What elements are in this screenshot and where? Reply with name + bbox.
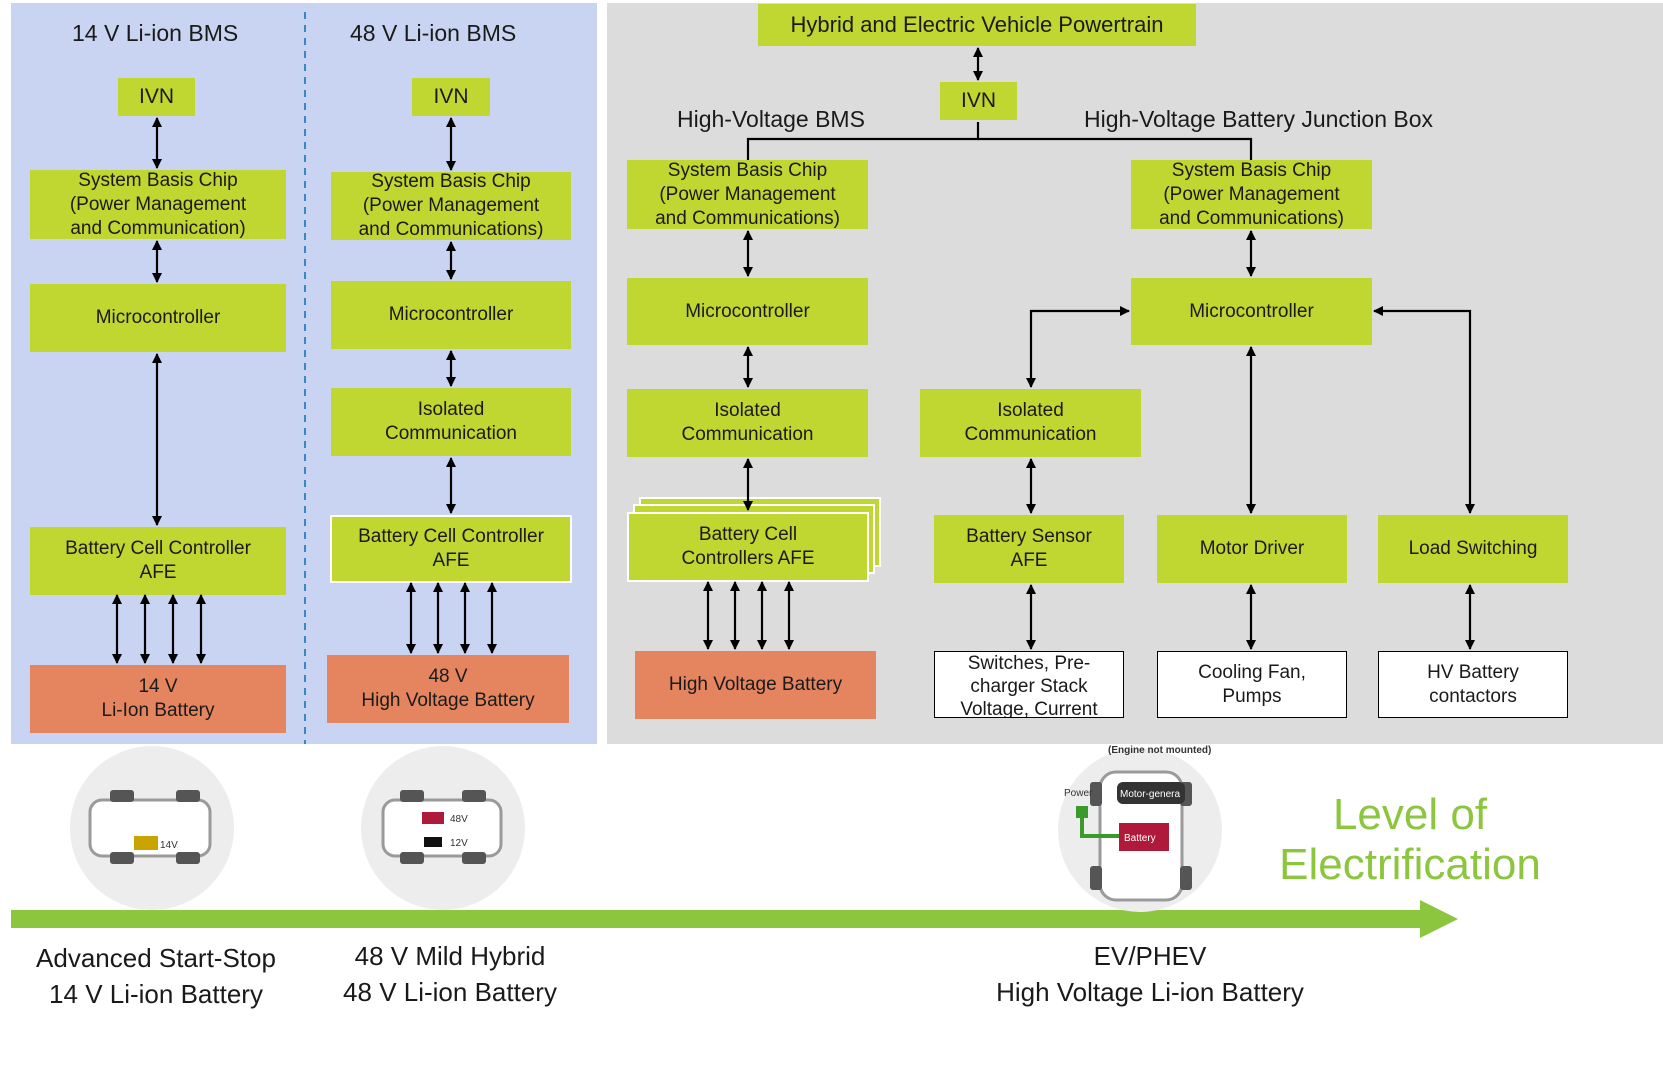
vehicle-48v-illustration	[361, 746, 525, 910]
mild-hybrid-label: 48 V Mild Hybrid 48 V Li-ion Battery	[343, 941, 557, 1007]
electrification-arrow-shaft	[11, 910, 1431, 928]
jbox-hv-contactors: HV Battery contactors	[1378, 651, 1568, 718]
jbox-motor-driver: Motor Driver	[1157, 515, 1347, 583]
bms48-title: 48 V Li-ion BMS	[350, 20, 517, 46]
jbox-system-basis-chip: System Basis Chip (Power Management and …	[1131, 160, 1372, 229]
arrow-mcu-load-jbox	[1373, 306, 1475, 514]
start-stop-label: Advanced Start-Stop 14 V Li-ion Battery	[36, 943, 276, 1009]
vehicle-ev-note: (Engine not mounted)	[1108, 745, 1211, 756]
bms14-microcontroller: Microcontroller	[30, 284, 286, 352]
jbox-load-switching: Load Switching	[1378, 515, 1568, 583]
bms48-isolated-communication: Isolated Communication	[331, 388, 571, 456]
vehicle-ev-battery: Battery	[1124, 833, 1156, 844]
vehicle-14v-illustration	[70, 746, 234, 910]
hv-bms-isolated-communication: Isolated Communication	[627, 389, 868, 457]
hv-ivn: IVN	[940, 82, 1017, 120]
hv-bms-battery: High Voltage Battery	[635, 651, 876, 719]
bms48-microcontroller: Microcontroller	[331, 281, 571, 349]
jbox-cooling-fan: Cooling Fan, Pumps	[1157, 651, 1347, 718]
hv-junction-box-title: High-Voltage Battery Junction Box	[1084, 106, 1434, 132]
jbox-isolated-communication: Isolated Communication	[920, 389, 1141, 457]
hv-panel	[607, 3, 1663, 744]
bms14-battery-cell-controller: Battery Cell Controller AFE	[30, 527, 286, 595]
ivn-bus-line-right	[978, 137, 1253, 160]
vehicle-ev-illustration	[1058, 748, 1222, 912]
lv-bms-panel	[11, 3, 597, 744]
vehicle-48v-label-b: 12V	[450, 838, 468, 849]
bms14-system-basis-chip: System Basis Chip (Power Management and …	[30, 170, 286, 239]
bms14-title: 14 V Li-ion BMS	[72, 20, 239, 46]
hv-bms-microcontroller: Microcontroller	[627, 278, 868, 345]
hv-bms-battery-cell-controllers: Battery Cell Controllers AFE	[627, 512, 869, 582]
vehicle-ev-motor: Motor-genera	[1120, 789, 1180, 800]
bms48-battery-cell-controller: Battery Cell Controller AFE	[330, 515, 572, 583]
jbox-microcontroller: Microcontroller	[1131, 278, 1372, 345]
hv-bms-title: High-Voltage BMS	[677, 106, 865, 132]
hv-bms-system-basis-chip: System Basis Chip (Power Management and …	[627, 160, 868, 229]
vehicle-48v-label-a: 48V	[450, 814, 468, 825]
arrow-mcu-iso-jbox	[1026, 306, 1130, 388]
ev-phev-label: EV/PHEV High Voltage Li-ion Battery	[996, 941, 1304, 1007]
vehicle-14v-label: 14V	[160, 840, 178, 851]
powertrain-box: Hybrid and Electric Vehicle Powertrain	[758, 4, 1196, 46]
bms48-battery: 48 V High Voltage Battery	[327, 655, 569, 723]
jbox-switches: Switches, Pre- charger Stack Voltage, Cu…	[934, 651, 1124, 718]
bms48-system-basis-chip: System Basis Chip (Power Management and …	[331, 171, 571, 240]
bms48-ivn: IVN	[412, 78, 490, 116]
ivn-bus-line	[746, 122, 980, 160]
bms14-battery: 14 V Li-Ion Battery	[30, 665, 286, 733]
level-of-electrification: Level of Electrification	[1279, 790, 1541, 889]
jbox-battery-sensor-afe: Battery Sensor AFE	[934, 515, 1124, 583]
vehicle-ev-power: Power	[1064, 788, 1093, 799]
bms14-ivn: IVN	[118, 78, 195, 116]
electrification-arrow-head	[1420, 900, 1458, 938]
